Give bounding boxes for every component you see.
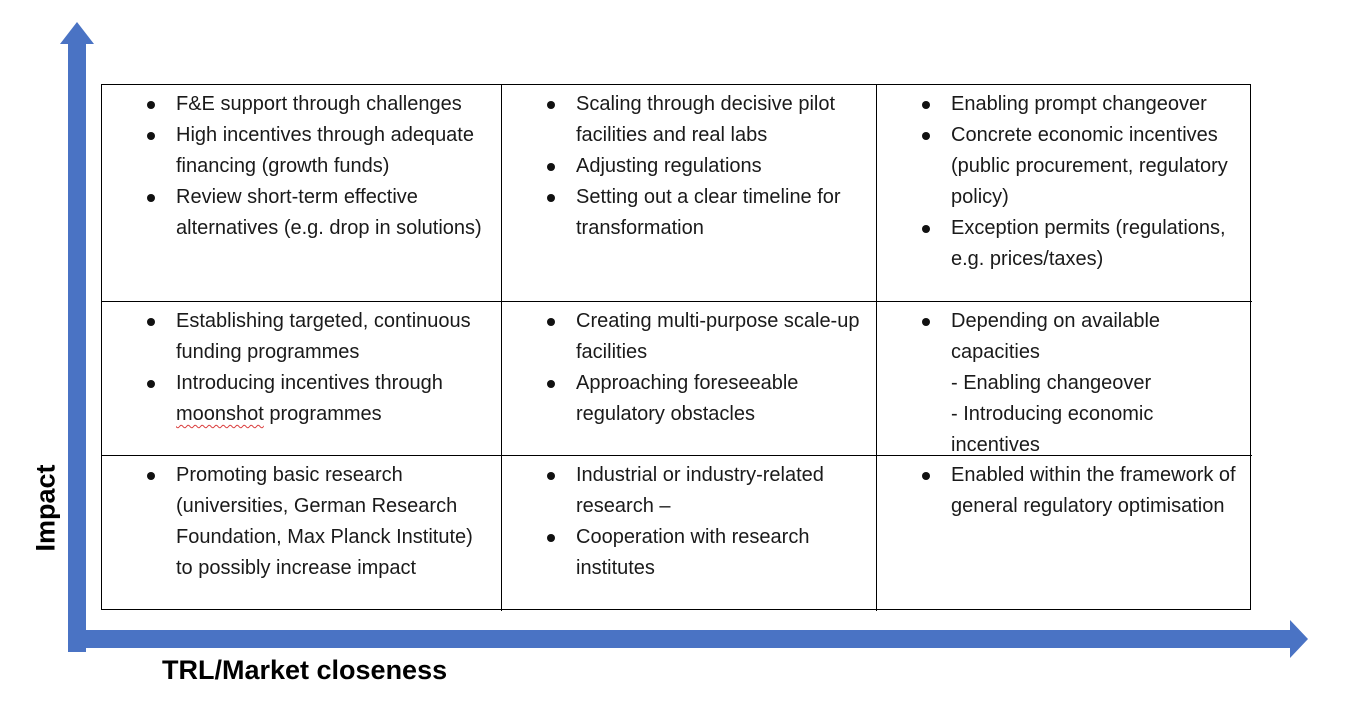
bullet-item-text: Depending on available capacities: [951, 310, 1161, 363]
x-axis-label: TRL/Market closeness: [162, 655, 448, 685]
cell-r1-c2: Scaling through decisive pilot facilitie…: [502, 85, 877, 302]
cell-r1-c1: F&E support through challenges High ince…: [102, 85, 502, 302]
measures-matrix: F&E support through challenges High ince…: [101, 84, 1252, 611]
sub-item: - Enabling changeover: [951, 372, 1152, 394]
cell-r3-c1: Promoting basic research (universities, …: [102, 456, 502, 611]
bullet-list: Enabling prompt changeover Concrete econ…: [917, 89, 1244, 275]
sub-item: - Introducing economic incentives: [951, 403, 1154, 456]
bullet-list: Scaling through decisive pilot facilitie…: [542, 89, 868, 244]
bullet-list: Industrial or industry-related research …: [542, 460, 868, 584]
cell-r3-c3: Enabled within the framework of general …: [877, 456, 1252, 611]
bullet-item: Adjusting regulations: [542, 151, 868, 182]
bullet-item: Promoting basic research (universities, …: [142, 460, 493, 584]
bullet-item: High incentives through adequate financi…: [142, 120, 493, 182]
bullet-item: Cooperation with research institutes: [542, 522, 868, 584]
y-axis-arrowhead: [60, 22, 94, 44]
bullet-item: Review short-term effective alternatives…: [142, 182, 493, 244]
cell-r2-c1: Establishing targeted, continuous fundin…: [102, 302, 502, 456]
y-axis-label: Impact: [30, 464, 61, 552]
bullet-item: F&E support through challenges: [142, 89, 493, 120]
bullet-item: Concrete economic incentives (public pro…: [917, 120, 1244, 213]
bullet-item: Enabled within the framework of general …: [917, 460, 1244, 522]
bullet-item: Scaling through decisive pilot facilitie…: [542, 89, 868, 151]
bullet-item: Enabling prompt changeover: [917, 89, 1244, 120]
y-axis-arrow-shaft: [68, 40, 86, 652]
cell-r2-c3: Depending on available capacities - Enab…: [877, 302, 1252, 456]
bullet-item: Introducing incentives through moonshot …: [142, 368, 493, 430]
bullet-item: Approaching foreseeable regulatory obsta…: [542, 368, 868, 430]
bullet-item: Depending on available capacities - Enab…: [917, 306, 1244, 456]
bullet-item: Exception permits (regulations, e.g. pri…: [917, 213, 1244, 275]
bullet-list: Creating multi-purpose scale-up faciliti…: [542, 306, 868, 430]
bullet-list: Enabled within the framework of general …: [917, 460, 1244, 522]
bullet-list: Depending on available capacities - Enab…: [917, 306, 1244, 456]
bullet-item: Creating multi-purpose scale-up faciliti…: [542, 306, 868, 368]
x-axis-arrow-shaft: [68, 630, 1294, 648]
bullet-list: Establishing targeted, continuous fundin…: [142, 306, 493, 430]
x-axis-arrowhead: [1290, 620, 1308, 658]
bullet-item: Industrial or industry-related research …: [542, 460, 868, 522]
spellcheck-squiggle: moonshot: [176, 403, 264, 425]
cell-r1-c3: Enabling prompt changeover Concrete econ…: [877, 85, 1252, 302]
bullet-list: F&E support through challenges High ince…: [142, 89, 493, 244]
cell-r3-c2: Industrial or industry-related research …: [502, 456, 877, 611]
bullet-item: Establishing targeted, continuous fundin…: [142, 306, 493, 368]
cell-r2-c2: Creating multi-purpose scale-up faciliti…: [502, 302, 877, 456]
bullet-item: Setting out a clear timeline for transfo…: [542, 182, 868, 244]
bullet-list: Promoting basic research (universities, …: [142, 460, 493, 584]
